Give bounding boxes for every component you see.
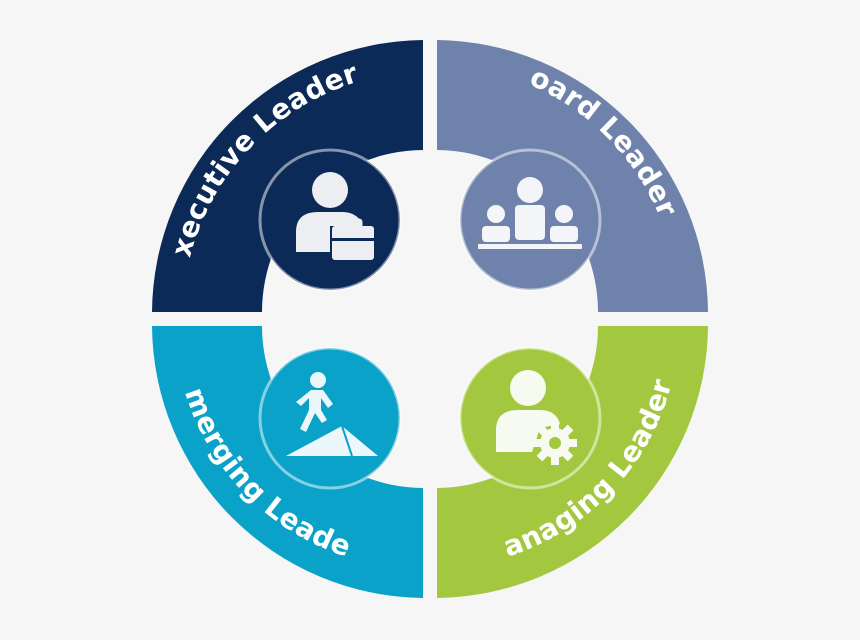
executive-briefcase-icon <box>258 148 402 292</box>
climbing-person-icon <box>258 346 402 490</box>
board-meeting-icon <box>458 148 602 292</box>
person-gear-icon <box>458 346 602 490</box>
